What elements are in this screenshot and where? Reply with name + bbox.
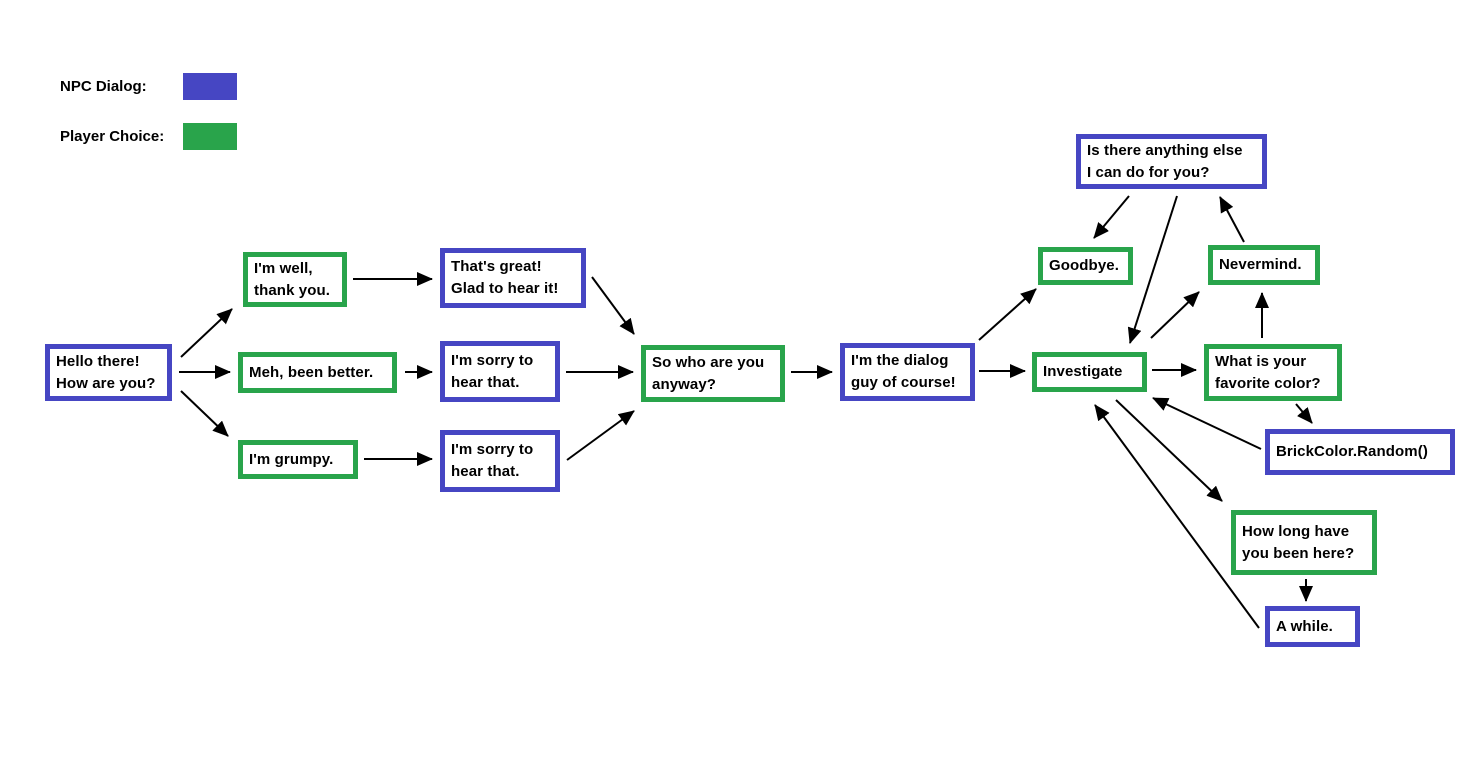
- edge-what-color-to-brick-color: [1295, 403, 1313, 424]
- node-hello: Hello there! How are you?: [45, 344, 172, 401]
- node-dialog-guy-line-1: guy of course!: [851, 374, 956, 391]
- node-meh-line-0: Meh, been better.: [249, 363, 374, 381]
- node-thats-great-line-0: That's great!: [451, 258, 542, 275]
- node-what-color: What is your favorite color?: [1204, 344, 1342, 401]
- node-how-long: How long have you been here?: [1231, 510, 1377, 575]
- node-hello-line-0: Hello there!: [56, 352, 140, 370]
- legend-npc-swatch: [183, 73, 237, 100]
- node-dialog-guy: I'm the dialog guy of course!: [840, 343, 975, 401]
- node-nevermind-line-0: Nevermind.: [1219, 256, 1302, 273]
- node-sorry-2-line-0: I'm sorry to: [451, 441, 534, 458]
- node-brick-color-line-0: BrickColor.Random(): [1276, 443, 1428, 460]
- node-sorry-1-line-1: hear that.: [451, 373, 520, 391]
- edge-thats-great-to-so-who: [591, 276, 635, 335]
- node-is-there-line-1: I can do for you?: [1087, 163, 1210, 181]
- node-what-color-line-0: What is your: [1215, 352, 1307, 370]
- node-goodbye-line-0: Goodbye.: [1049, 257, 1119, 274]
- edge-dialog-guy-to-goodbye: [978, 288, 1037, 341]
- node-so-who-line-0: So who are you: [652, 353, 765, 371]
- node-nevermind: Nevermind.: [1208, 245, 1320, 285]
- node-thats-great-line-1: Glad to hear it!: [451, 280, 559, 297]
- edge-is-there-to-investigate: [1127, 195, 1178, 344]
- legend-player-label: Player Choice:: [60, 128, 165, 145]
- edge-sorry-2-to-so-who: [566, 410, 635, 461]
- node-goodbye: Goodbye.: [1038, 247, 1133, 285]
- node-thats-great: That's great! Glad to hear it!: [440, 248, 586, 308]
- legend-npc-row: NPC Dialog:: [60, 73, 237, 100]
- node-sorry-1-line-0: I'm sorry to: [451, 351, 534, 369]
- edge-is-there-to-goodbye: [1093, 195, 1130, 239]
- node-how-long-line-1: you been here?: [1242, 544, 1355, 562]
- legend-player-row: Player Choice:: [60, 123, 237, 150]
- node-so-who-line-1: anyway?: [652, 375, 717, 393]
- legend-player-swatch: [183, 123, 237, 150]
- node-sorry-2: I'm sorry to hear that.: [440, 430, 560, 492]
- node-im-well-line-1: thank you.: [254, 281, 331, 299]
- edge-a-while-to-investigate: [1094, 404, 1260, 629]
- edge-brick-color-to-investigate: [1152, 397, 1262, 450]
- node-investigate-line-0: Investigate: [1043, 363, 1123, 380]
- node-how-long-line-0: How long have: [1242, 522, 1350, 540]
- node-what-color-line-1: favorite color?: [1215, 374, 1321, 392]
- edge-investigate-to-nevermind: [1150, 291, 1200, 339]
- edge-hello-to-im-well: [180, 308, 233, 358]
- node-sorry-2-line-1: hear that.: [451, 463, 520, 480]
- node-investigate: Investigate: [1032, 352, 1147, 392]
- node-so-who: So who are you anyway?: [641, 345, 785, 402]
- node-is-there: Is there anything else I can do for you?: [1076, 134, 1267, 189]
- node-is-there-line-0: Is there anything else: [1087, 141, 1243, 159]
- edge-nevermind-to-is-there: [1219, 196, 1245, 243]
- node-sorry-1: I'm sorry to hear that.: [440, 341, 560, 402]
- node-dialog-guy-line-0: I'm the dialog: [851, 352, 949, 369]
- edge-investigate-to-how-long: [1115, 399, 1223, 502]
- legend-npc-label: NPC Dialog:: [60, 78, 147, 95]
- edge-hello-to-grumpy: [180, 390, 229, 437]
- node-im-well-line-0: I'm well,: [254, 259, 313, 277]
- node-grumpy-line-0: I'm grumpy.: [249, 450, 334, 468]
- node-a-while-line-0: A while.: [1276, 617, 1333, 635]
- node-grumpy: I'm grumpy.: [238, 440, 358, 479]
- node-meh: Meh, been better.: [238, 352, 397, 393]
- node-im-well: I'm well, thank you.: [243, 252, 347, 307]
- node-hello-line-1: How are you?: [56, 374, 156, 392]
- node-a-while: A while.: [1265, 606, 1360, 647]
- node-brick-color: BrickColor.Random(): [1265, 429, 1455, 475]
